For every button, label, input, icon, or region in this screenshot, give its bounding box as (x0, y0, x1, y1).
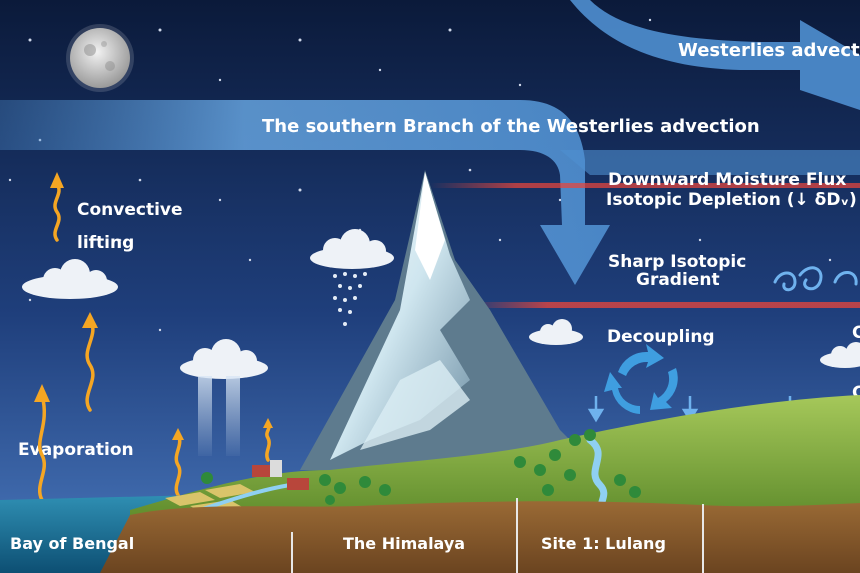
factory-icon (252, 460, 309, 490)
cloud-right (820, 342, 860, 368)
southern-branch-label: The southern Branch of the Westerlies ad… (262, 116, 760, 137)
edge-label-c1: C (852, 323, 860, 343)
isotopic-depletion-label: Isotopic Depletion (↓ δDᵥ) (606, 190, 857, 210)
soil-layer (100, 501, 860, 573)
southern-branch-arrow (0, 100, 610, 285)
edge-label-c2: C (852, 383, 860, 403)
lift-arrowheads (34, 172, 273, 440)
westerlies-arrow (570, 0, 860, 110)
decoupling-cycle-icon (604, 344, 678, 414)
himalaya-label: The Himalaya (343, 534, 465, 553)
sharp-gradient-label-line1: Sharp Isotopic (608, 252, 746, 272)
site1-label: Site 1: Lulang (541, 534, 666, 553)
cloud-left (22, 259, 118, 299)
turbulence-icon (773, 266, 858, 292)
convective-label-line2: lifting (77, 233, 134, 253)
bay-of-bengal-label: Bay of Bengal (10, 534, 134, 553)
himalaya-mountain (300, 170, 600, 470)
region-dividers (291, 498, 704, 573)
moon-icon (66, 24, 134, 92)
grassland (130, 395, 860, 520)
convective-label-line1: Convective (77, 200, 183, 220)
westerlies-label: Westerlies advectio (678, 40, 860, 61)
westerlies-band-right (560, 150, 860, 175)
cloud-center (310, 229, 394, 269)
rain-column-2 (226, 376, 240, 456)
evaporation-label: Evaporation (18, 440, 134, 460)
cloud-small (529, 319, 583, 345)
red-line-lower (470, 302, 860, 308)
trees (201, 429, 641, 505)
downward-flux-label: Downward Moisture Flux (608, 170, 846, 190)
red-line-upper (430, 183, 860, 188)
sharp-gradient-label-line2: Gradient (636, 270, 720, 290)
cloud-storm (180, 339, 268, 379)
decoupling-label: Decoupling (607, 327, 715, 347)
snowfall (333, 272, 367, 326)
rain-column-1 (198, 376, 212, 456)
